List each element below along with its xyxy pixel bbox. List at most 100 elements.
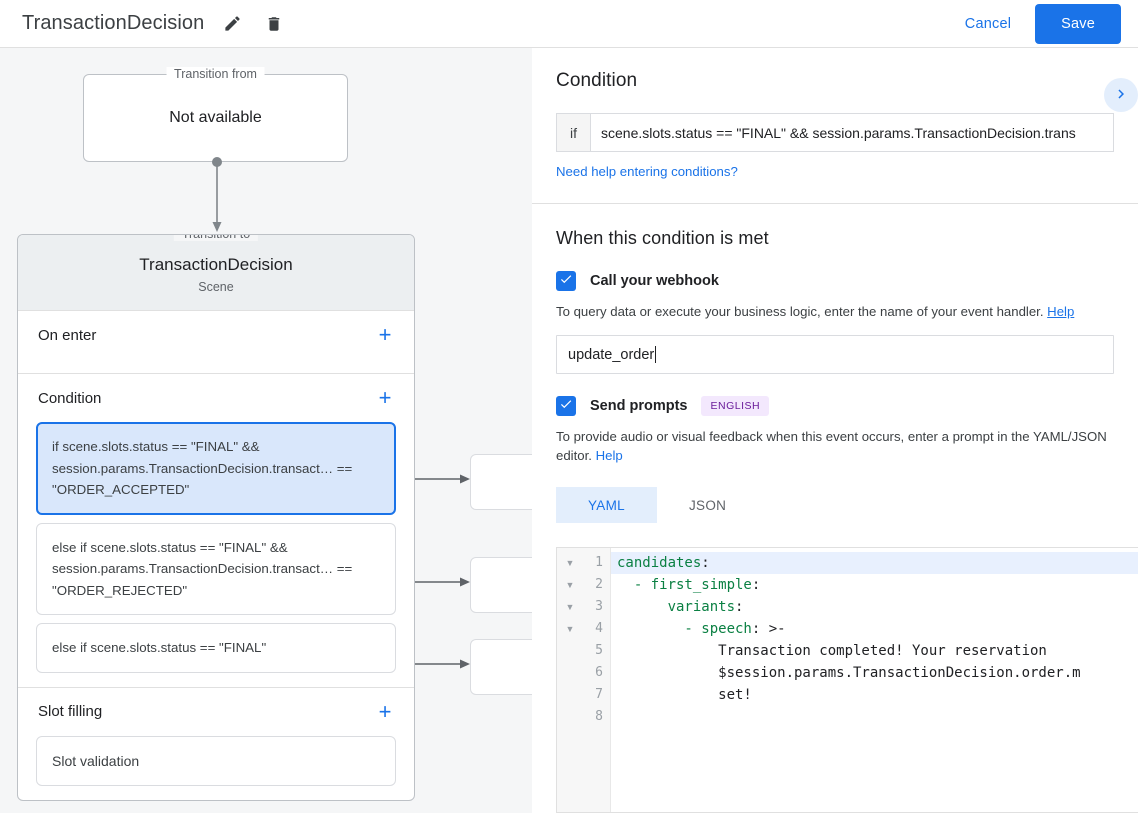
yaml-key: variants (617, 599, 736, 615)
section-title-on-enter: On enter (38, 326, 97, 344)
transition-from-box: Transition from Not available (83, 67, 348, 162)
transition-from-value: Not available (169, 109, 262, 126)
webhook-check-row: Call your webhook (556, 271, 1114, 291)
prompts-description: To provide audio or visual feedback when… (556, 427, 1114, 465)
text-caret (655, 346, 657, 363)
code-line: set! (611, 684, 1138, 706)
line-number: 7 (595, 687, 603, 702)
cancel-button[interactable]: Cancel (953, 8, 1023, 40)
code-line: variants: (611, 596, 1138, 618)
section-on-enter: On enter + (18, 311, 414, 374)
yaml-text: : (701, 555, 710, 571)
section-header-condition: Condition + (18, 374, 414, 422)
call-webhook-label: Call your webhook (590, 273, 719, 289)
editor-code-area[interactable]: candidates: - first_simple: variants: - … (611, 548, 1138, 812)
fold-arrow-icon[interactable]: ▼ (565, 580, 575, 590)
webhook-handler-input[interactable]: update_order (556, 335, 1114, 374)
section-slot-filling: Slot filling + Slot validation (18, 688, 414, 800)
fold-spacer (557, 662, 583, 684)
transition-from-legend: Transition from (166, 67, 265, 81)
yaml-editor[interactable]: ▼ ▼ ▼ ▼ 1 2 3 4 5 6 7 8 candidates: - first_simple… (556, 547, 1138, 813)
tab-yaml[interactable]: YAML (556, 487, 657, 523)
code-line: candidates: (611, 552, 1138, 574)
editor-format-tabs: YAML JSON (556, 487, 1114, 523)
scene-card: Transition to TransactionDecision Scene … (17, 234, 415, 801)
code-line: $session.params.TransactionDecision.orde… (611, 662, 1138, 684)
condition-if-row: if scene.slots.status == "FINAL" && sess… (556, 113, 1114, 152)
transition-to-legend: Transition to (173, 234, 259, 241)
code-line: Transaction completed! Your reservation (611, 640, 1138, 662)
scene-card-header[interactable]: TransactionDecision Scene (18, 235, 414, 311)
webhook-description-text: To query data or execute your business l… (556, 304, 1044, 319)
condition-section: Condition if scene.slots.status == "FINA… (532, 48, 1138, 203)
yaml-key: candidates (617, 555, 702, 571)
condition-input[interactable]: scene.slots.status == "FINAL" && session… (590, 113, 1114, 152)
fold-spacer (557, 706, 583, 728)
slot-validation-item[interactable]: Slot validation (36, 735, 396, 786)
prompts-help-link[interactable]: Help (595, 448, 623, 463)
editor-line-numbers: 1 2 3 4 5 6 7 8 (583, 548, 611, 812)
section-header-slot-filling: Slot filling + (18, 688, 414, 736)
section-title-condition: Condition (38, 389, 102, 407)
code-line: - first_simple: (611, 574, 1138, 596)
chevron-right-icon (1112, 85, 1130, 106)
line-number: 5 (595, 643, 603, 658)
condition-item-1[interactable]: if scene.slots.status == "FINAL" && sess… (36, 422, 396, 515)
webhook-help-link[interactable]: Help (1047, 304, 1075, 319)
call-webhook-checkbox[interactable] (556, 271, 576, 291)
edit-title-button[interactable] (218, 10, 246, 38)
condition-item-2[interactable]: else if scene.slots.status == "FINAL" &&… (36, 522, 396, 615)
condition-help-link[interactable]: Need help entering conditions? (556, 164, 738, 179)
target-stub-1[interactable] (470, 454, 532, 510)
send-prompts-checkbox[interactable] (556, 396, 576, 416)
fold-arrow-icon[interactable]: ▼ (565, 558, 575, 568)
line-number: 4 (595, 621, 603, 636)
delete-button[interactable] (260, 10, 288, 38)
editor-fold-column[interactable]: ▼ ▼ ▼ ▼ (557, 548, 583, 812)
code-line: - speech: >- (611, 618, 1138, 640)
panel-divider (532, 203, 1138, 204)
fold-spacer (557, 640, 583, 662)
add-condition-button[interactable]: + (374, 387, 396, 409)
pencil-icon (223, 14, 242, 33)
yaml-text: set! (617, 687, 752, 703)
scene-name: TransactionDecision (139, 255, 293, 274)
tab-json[interactable]: JSON (688, 497, 727, 513)
add-on-enter-button[interactable]: + (374, 324, 396, 346)
scene-graph-canvas[interactable]: Transition from Not available (0, 48, 532, 813)
condition-item-3[interactable]: else if scene.slots.status == "FINAL" (36, 623, 396, 673)
line-number: 8 (595, 709, 603, 724)
fold-arrow-icon[interactable]: ▼ (565, 624, 575, 634)
line-number: 1 (595, 555, 603, 570)
section-condition: Condition + if scene.slots.status == "FI… (18, 374, 414, 688)
scene-type: Scene (198, 280, 234, 294)
save-button[interactable]: Save (1035, 3, 1121, 44)
yaml-text: : (751, 577, 761, 593)
target-stub-2[interactable] (470, 557, 532, 613)
page-title: TransactionDecision (22, 12, 205, 34)
yaml-text: : (735, 599, 744, 615)
line-number: 2 (595, 577, 603, 592)
send-prompts-label: Send prompts (590, 398, 688, 414)
target-stub-3[interactable] (470, 639, 532, 695)
trash-icon (265, 15, 283, 33)
webhook-description: To query data or execute your business l… (556, 302, 1114, 321)
fold-arrow-icon[interactable]: ▼ (565, 602, 575, 612)
yaml-text: Transaction completed! Your reservation (617, 643, 1047, 659)
prompts-description-text: To provide audio or visual feedback when… (556, 429, 1107, 463)
section-header-on-enter: On enter + (18, 311, 414, 359)
line-number: 3 (595, 599, 603, 614)
webhook-handler-value: update_order (568, 346, 655, 363)
expand-panel-button[interactable] (1104, 78, 1138, 112)
check-icon (559, 272, 573, 291)
section-title-slot-filling: Slot filling (38, 703, 103, 720)
yaml-text: : >- (751, 621, 786, 637)
when-condition-met-title: When this condition is met (556, 228, 769, 248)
language-badge: ENGLISH (701, 396, 770, 416)
connector-arrow-down (212, 157, 222, 232)
when-condition-met-section: When this condition is met Call your web… (532, 204, 1138, 523)
add-slot-filling-button[interactable]: + (374, 700, 396, 723)
top-bar: TransactionDecision Cancel Save (0, 0, 1138, 48)
line-number: 6 (595, 665, 603, 680)
